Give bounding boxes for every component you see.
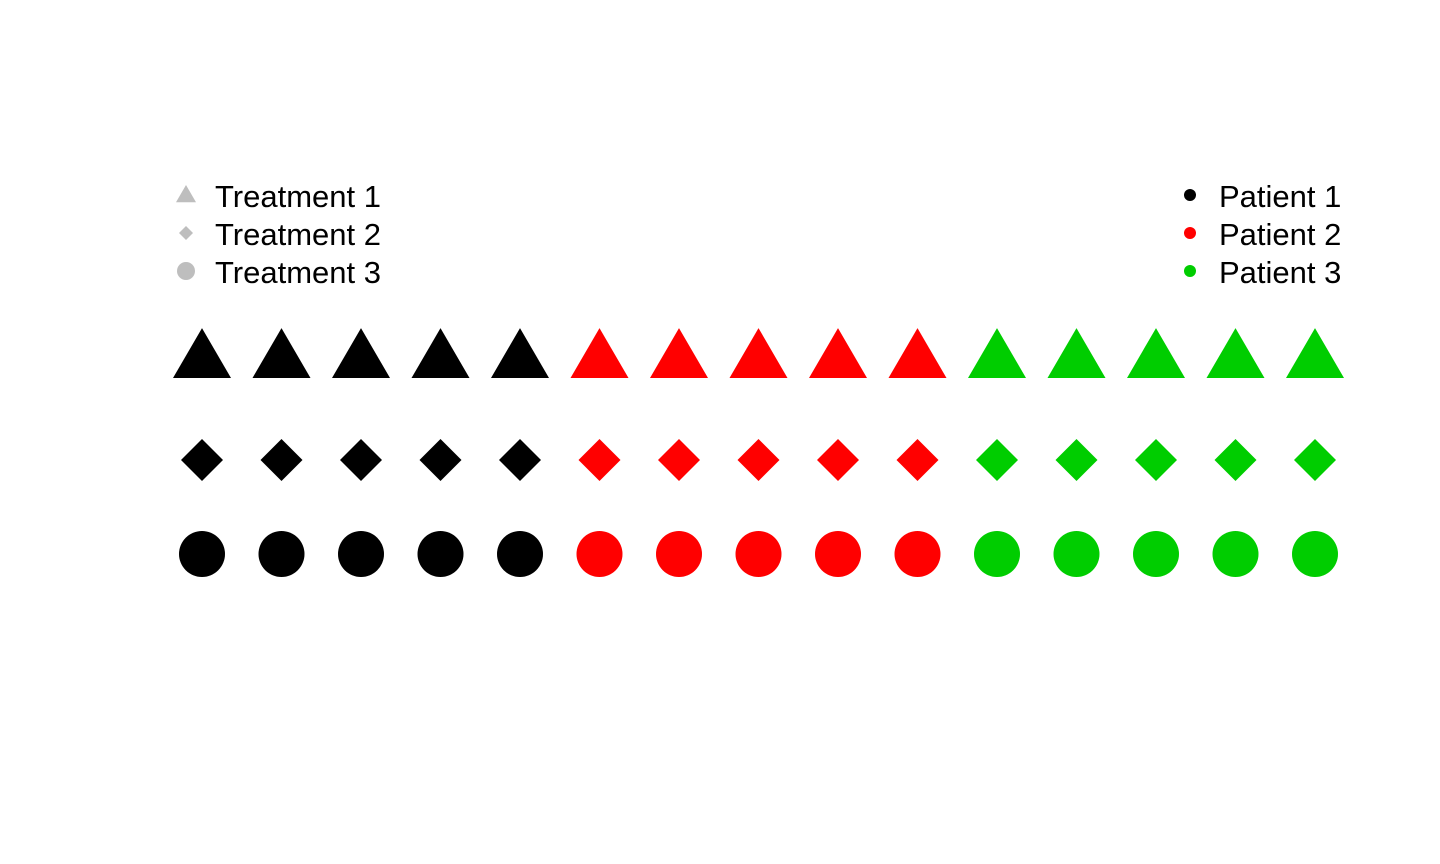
legend-marker-treatment-1	[176, 185, 196, 203]
point-treatment-3-patient-2-6	[576, 531, 623, 577]
point-treatment-3-patient-2-8	[735, 531, 782, 577]
point-treatment-1-patient-1-4	[411, 328, 470, 378]
point-treatment-1-patient-2-7	[650, 328, 708, 378]
point-treatment-3-patient-1-3	[338, 531, 384, 577]
point-treatment-3-patient-1-5	[497, 531, 543, 577]
point-treatment-3-patient-1-1	[179, 531, 225, 577]
point-treatment-1-patient-3-11	[968, 328, 1026, 378]
legend-marker-patient-1	[1184, 189, 1196, 201]
legend-marker-treatment-3	[177, 262, 195, 280]
point-treatment-1-patient-3-14	[1206, 328, 1265, 378]
point-treatment-3-patient-3-11	[974, 531, 1020, 577]
point-treatment-2-patient-3-13	[1135, 439, 1177, 481]
legend-label-patient-1: Patient 1	[1219, 179, 1341, 214]
point-treatment-2-patient-1-5	[499, 439, 541, 481]
legend-label-patient-3: Patient 3	[1219, 255, 1341, 290]
point-treatment-3-patient-3-14	[1212, 531, 1259, 577]
point-treatment-1-patient-1-5	[491, 328, 549, 378]
point-treatment-1-patient-2-6	[570, 328, 629, 378]
point-treatment-1-patient-1-3	[332, 328, 390, 378]
point-treatment-2-patient-1-3	[340, 439, 382, 481]
legend-marker-patient-2	[1184, 227, 1196, 239]
point-treatment-1-patient-3-13	[1127, 328, 1185, 378]
legend-label-treatment-3: Treatment 3	[215, 255, 381, 290]
point-treatment-2-patient-3-15	[1294, 439, 1336, 481]
point-treatment-3-patient-2-7	[656, 531, 702, 577]
data-points	[173, 328, 1344, 577]
point-treatment-3-patient-1-2	[258, 531, 305, 577]
point-treatment-1-patient-2-10	[888, 328, 947, 378]
point-treatment-1-patient-2-8	[729, 328, 788, 378]
point-treatment-1-patient-1-1	[173, 328, 231, 378]
point-treatment-1-patient-2-9	[809, 328, 867, 378]
point-treatment-2-patient-2-8	[737, 439, 780, 481]
point-treatment-2-patient-3-11	[976, 439, 1018, 481]
point-treatment-2-patient-3-14	[1214, 439, 1257, 481]
point-treatment-2-patient-2-6	[578, 439, 621, 481]
legend-label-treatment-2: Treatment 2	[215, 217, 381, 252]
point-treatment-2-patient-2-7	[658, 439, 700, 481]
point-treatment-3-patient-1-4	[417, 531, 464, 577]
legend-marker-patient-3	[1184, 265, 1196, 277]
point-treatment-3-patient-2-9	[815, 531, 861, 577]
point-treatment-2-patient-3-12	[1055, 439, 1098, 481]
legend-label-patient-2: Patient 2	[1219, 217, 1341, 252]
point-treatment-1-patient-1-2	[252, 328, 311, 378]
point-treatment-2-patient-2-10	[896, 439, 939, 481]
point-treatment-2-patient-1-2	[260, 439, 303, 481]
point-treatment-2-patient-1-1	[181, 439, 223, 481]
point-treatment-1-patient-3-15	[1286, 328, 1344, 378]
legend-marker-treatment-2	[179, 226, 193, 240]
point-treatment-3-patient-3-12	[1053, 531, 1100, 577]
point-treatment-3-patient-3-13	[1133, 531, 1179, 577]
point-treatment-2-patient-2-9	[817, 439, 859, 481]
point-treatment-1-patient-3-12	[1047, 328, 1106, 378]
point-treatment-2-patient-1-4	[419, 439, 462, 481]
legend-label-treatment-1: Treatment 1	[215, 179, 381, 214]
point-treatment-3-patient-2-10	[894, 531, 941, 577]
point-treatment-3-patient-3-15	[1292, 531, 1338, 577]
